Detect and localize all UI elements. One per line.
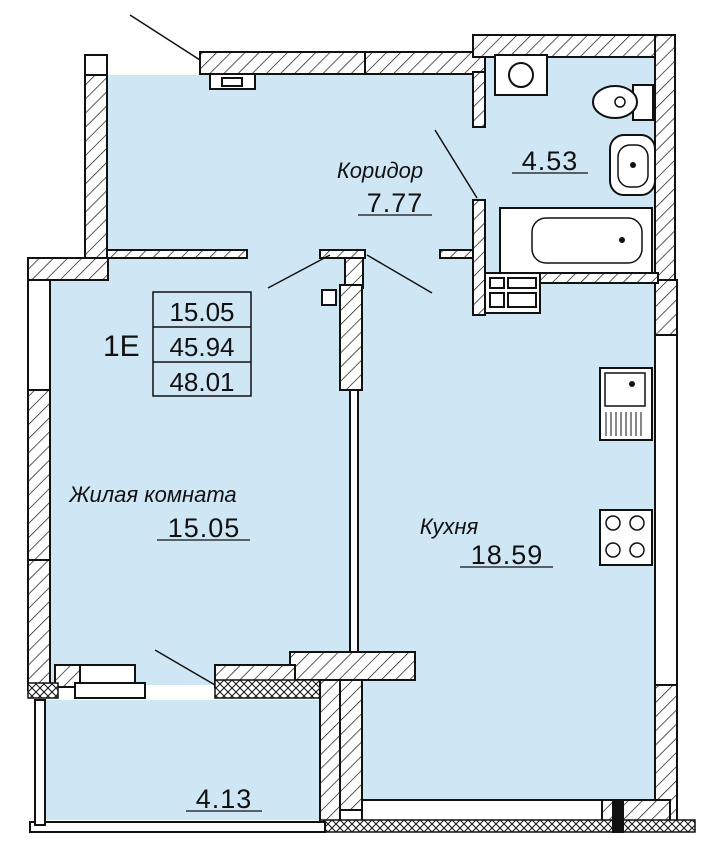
- summary-area-living: 15.05: [169, 297, 234, 327]
- corridor-area: 7.77: [367, 188, 424, 218]
- summary-area-total: 45.94: [169, 332, 234, 362]
- walls: [27, 14, 696, 833]
- floor-areas: [45, 55, 655, 820]
- bathroom-area: 4.53: [522, 146, 579, 176]
- sink-icon: [609, 134, 656, 196]
- balcony-floor: [45, 700, 330, 820]
- room-labels: Коридор 7.77 4.53 Жилая комната 15.05 Ку…: [68, 146, 588, 814]
- washing-machine-icon: [494, 54, 548, 96]
- kitchen-label: Кухня: [420, 514, 479, 539]
- kitchen-area: 18.59: [471, 540, 544, 570]
- living-room-floor: [50, 280, 355, 685]
- apartment-code: 1E: [103, 330, 140, 363]
- area-summary: 1E 15.05 45.94 48.01: [103, 291, 252, 397]
- stove-icon: [599, 509, 653, 566]
- fixtures: [484, 54, 656, 566]
- living-room-label: Жилая комната: [68, 482, 236, 507]
- balcony-area: 4.13: [196, 784, 253, 814]
- bath-tiles: [484, 272, 541, 314]
- kitchen-sink-icon: [599, 367, 653, 441]
- living-room-area: 15.05: [168, 513, 241, 543]
- summary-area-with-balcony: 48.01: [169, 367, 234, 397]
- toilet-icon: [592, 84, 654, 121]
- corridor-label: Коридор: [337, 158, 423, 183]
- bathtub-icon: [499, 207, 653, 274]
